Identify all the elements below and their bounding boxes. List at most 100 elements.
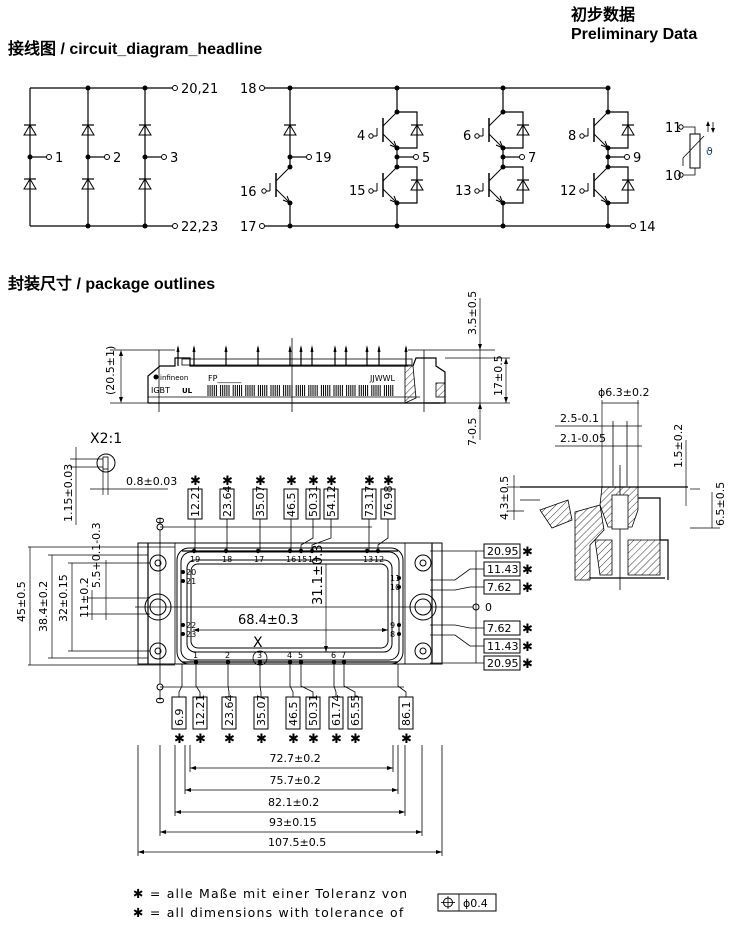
pin-dim-value: 73.17 xyxy=(363,486,376,518)
dim-value: 7.62 xyxy=(487,622,512,635)
mounting-hole-icon xyxy=(414,554,432,572)
circuit-diagram-title: 接线图 / circuit_diagram_headline xyxy=(8,41,263,58)
side-view: (20.5±1) infineon IGBT UL FP______ JJWWL xyxy=(104,291,510,446)
right-dimension: 7.62✱ xyxy=(430,579,533,596)
pin-number: 11 xyxy=(390,574,400,583)
tolerance-star-icon: ✱ xyxy=(286,474,297,489)
dim-inner-width: 68.4±0.3 xyxy=(238,613,299,628)
pin-number: 2 xyxy=(225,651,230,660)
bottom-pin-dimension: 50.31✱ xyxy=(300,664,321,747)
temperature-arrows-icon xyxy=(706,121,715,133)
marking-ul: UL xyxy=(182,387,193,395)
terminal-label: 18 xyxy=(240,82,257,97)
origin-label-right: 0 xyxy=(485,601,492,614)
pin-dim-value: 35.07 xyxy=(254,486,267,518)
pin-number: 9 xyxy=(390,621,395,630)
pin-dim-value: 76.98 xyxy=(382,486,395,518)
gate-label: 6 xyxy=(463,129,471,144)
ntc-thermistor: 11 10 ϑ xyxy=(665,121,715,184)
right-dimension: 11.43✱ xyxy=(430,561,533,581)
screw-hole-detail: ϕ6.3±0.2 2.5-0.1 2.1-0.05 1.5±0.2 6.5±0.… xyxy=(498,386,727,590)
origin-label-top: 0 xyxy=(154,517,167,524)
mounting-hole-icon xyxy=(414,642,432,660)
package-outlines-title: 封装尺寸 / package outlines xyxy=(8,276,216,293)
dim-hole-span: 38.4±0.2 xyxy=(37,581,50,632)
dim-inner-height: 31.1±0.3 xyxy=(311,544,326,605)
barcode xyxy=(207,385,394,396)
pin-dim-value: 50.31 xyxy=(307,695,320,727)
dim-body-height: 17±0.5 xyxy=(492,355,505,396)
dim-total-height: 45±0.5 xyxy=(15,581,28,622)
right-dimension: 7.62 ✱ xyxy=(430,620,533,637)
tolerance-star-icon: ✱ xyxy=(522,563,533,578)
pin-dim-value: 65.55 xyxy=(349,695,362,727)
tolerance-star-icon: ✱ xyxy=(174,732,185,747)
pin-number: 16 xyxy=(286,555,296,564)
ntc-pin-label: 10 xyxy=(665,169,682,184)
horizontal-dimension: 72.7±0.2 xyxy=(189,745,394,772)
bottom-pin-dimension: 61.74 ✱ xyxy=(328,664,344,747)
right-dimension: 20.95✱ xyxy=(430,543,533,560)
dim-value: 75.7±0.2 xyxy=(270,774,321,787)
tolerance-notes: ✱ = alle Maße mit einer Toleranz von ✱ =… xyxy=(133,886,497,920)
dim-center-span: 11±0.2 xyxy=(78,577,91,618)
pin-dim-value: 6.9 xyxy=(173,709,186,727)
bottom-pin-dimension: 65.55✱ xyxy=(343,664,363,747)
output-label: 5 xyxy=(422,151,430,166)
dim-value: 72.7±0.2 xyxy=(270,752,321,765)
pin-number: 21 xyxy=(186,577,196,586)
bottom-pin-dimension: 86.1✱ xyxy=(397,664,414,747)
pin-dim-value: 50.31 xyxy=(307,486,320,518)
marker-x: X xyxy=(253,635,263,651)
pin-number: 5 xyxy=(298,651,303,660)
dim-mount-span: 32±0.15 xyxy=(57,574,70,622)
marking-part: FP______ xyxy=(208,374,242,383)
pin-dim-value: 61.74 xyxy=(330,695,343,727)
dim-screw-w1: 2.5-0.1 xyxy=(560,412,599,425)
terminal-label: 20,21 xyxy=(181,82,218,97)
tolerance-star-icon: ✱ xyxy=(331,732,342,747)
position-tolerance-icon xyxy=(441,896,455,909)
pin-dim-value: 46.5 xyxy=(287,702,300,727)
horizontal-dimension: 93±0.15 xyxy=(159,745,423,836)
pin-number: 13 xyxy=(363,555,373,564)
terminal-label: 2 xyxy=(113,151,121,166)
igbt-icon xyxy=(474,166,504,204)
gate-label: 4 xyxy=(357,129,365,144)
igbt-icon xyxy=(261,166,291,204)
dim-value: 11.43 xyxy=(487,563,519,576)
pin-number: 18 xyxy=(222,555,232,564)
pin-dim-value: 86.1 xyxy=(400,702,413,727)
pin-dim-value: 23.64 xyxy=(223,695,236,727)
tolerance-star-icon: ✱ xyxy=(308,474,319,489)
tolerance-star-icon: ✱ xyxy=(255,474,266,489)
tolerance-star-icon: ✱ xyxy=(288,732,299,747)
pin-dim-value: 46.5 xyxy=(285,493,298,518)
tolerance-star-icon: ✱ xyxy=(326,474,337,489)
dim-value: 82.1±0.2 xyxy=(268,796,319,809)
tolerance-star-icon: ✱ xyxy=(364,474,375,489)
bottom-pin-dimension: 23.64✱ xyxy=(221,664,237,747)
dim-value: 20.95 xyxy=(487,657,519,670)
pin-number: 19 xyxy=(190,555,200,564)
note-en: ✱ = all dimensions with tolerance of xyxy=(133,905,404,920)
tolerance-star-icon: ✱ xyxy=(195,732,206,747)
pin-number: 7 xyxy=(341,651,346,660)
pin-number: 10 xyxy=(390,583,400,592)
theta-symbol: ϑ xyxy=(706,145,713,158)
terminal-label: 3 xyxy=(170,151,178,166)
dim-screw-diameter: ϕ6.3±0.2 xyxy=(598,386,649,399)
dim-value: 20.95 xyxy=(487,545,519,558)
tolerance-star-icon: ✱ xyxy=(522,622,533,637)
position-tolerance-value: ϕ0.4 xyxy=(463,897,488,910)
dim-screw-w2: 2.1-0.05 xyxy=(560,432,606,445)
tolerance-star-icon: ✱ xyxy=(222,474,233,489)
pin-number: 12 xyxy=(374,555,384,564)
